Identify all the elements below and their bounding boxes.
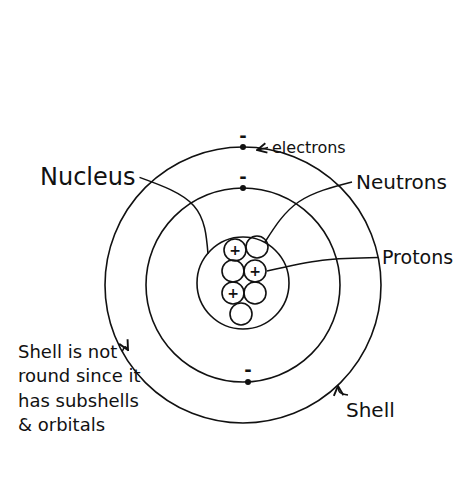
nucleus-label-leader — [140, 177, 208, 254]
electron-charge: - — [244, 361, 251, 379]
proton-charge: + — [249, 264, 261, 278]
neutron-label-leader — [265, 182, 352, 242]
nucleus-label: Nucleus — [40, 163, 136, 192]
electron-charge: - — [239, 168, 246, 186]
neutron — [246, 236, 268, 258]
electron-label-leader — [257, 148, 268, 150]
proton — [244, 260, 266, 282]
proton — [224, 239, 246, 261]
outer-shell — [105, 147, 381, 423]
inner-shell — [146, 188, 340, 382]
proton-label-leader — [267, 257, 378, 271]
proton-label: Protons — [382, 246, 453, 269]
nucleus-outline — [197, 237, 289, 329]
neutron — [230, 303, 252, 325]
proton — [222, 282, 244, 304]
proton-charge: + — [229, 243, 241, 257]
neutron-label: Neutrons — [356, 170, 447, 194]
electron-charge: - — [239, 127, 246, 145]
electron-label: electrons — [272, 138, 346, 157]
neutron — [244, 282, 266, 304]
shell-note-leader — [122, 347, 128, 352]
electron — [245, 379, 251, 385]
shell-note: Shell is not round since it has subshell… — [18, 340, 150, 437]
neutron — [222, 260, 244, 282]
shell-label: Shell — [346, 398, 395, 422]
shell-label-leader — [338, 386, 348, 395]
proton-charge: + — [227, 286, 239, 300]
